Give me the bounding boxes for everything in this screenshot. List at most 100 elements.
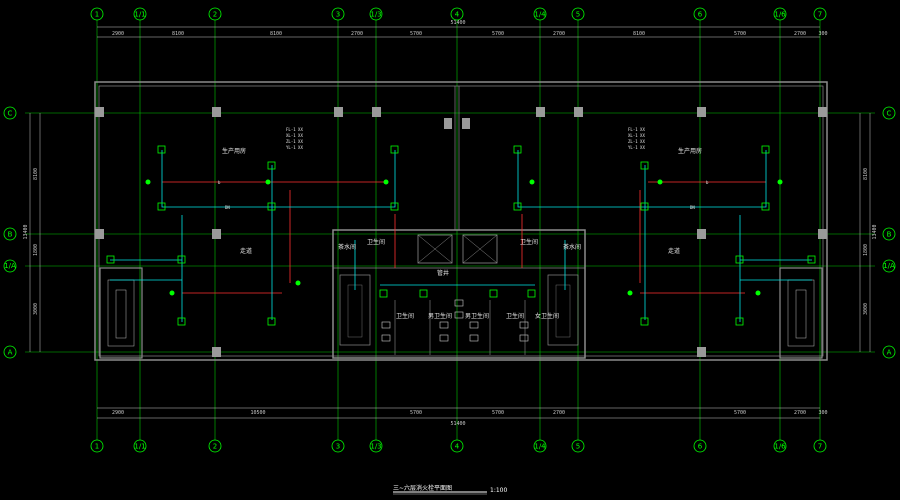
dimension-total-top: 51400 <box>450 20 465 26</box>
legend-right: FL-1 XX XL-1 XX ZL-1 XX YL-1 XX <box>628 127 645 150</box>
top-axis-bubbles <box>90 7 827 21</box>
dimension-segment: 5700 <box>734 410 746 416</box>
axis-label-left: 1/A <box>4 262 16 270</box>
dimension-segment: 1800 <box>33 244 39 256</box>
left-dimension-segments: 8100 1800 3000 13400 <box>23 168 39 315</box>
dimension-total-right: 13400 <box>872 224 878 239</box>
dimension-segment: 8100 <box>33 168 39 180</box>
axis-label-bottom: 7 <box>818 443 822 451</box>
dimension-total-left: 13400 <box>23 224 29 239</box>
side-axis-labels: C B 1/A A C B 1/A A <box>4 110 895 357</box>
legend-item: FL-1 XX <box>628 127 645 132</box>
dimension-segment: 2700 <box>794 410 806 416</box>
hydrant-fixtures <box>106 145 816 326</box>
axis-label-right: C <box>887 110 892 118</box>
bottom-axis-labels: 1 1/1 2 3 1/3 4 1/4 5 6 1/6 7 <box>95 443 822 451</box>
drawing-scale: 1:100 <box>490 487 507 494</box>
legend-item: YL-1 XX <box>286 145 303 150</box>
room-label-water-right: 茶水间 <box>563 243 581 251</box>
dimension-segment: 2700 <box>553 31 565 37</box>
dimension-segment: 5700 <box>492 410 504 416</box>
room-label-water-left: 茶水间 <box>338 243 356 251</box>
dimension-segment: 5700 <box>492 31 504 37</box>
central-core <box>332 229 586 359</box>
axis-label-bottom: 1/3 <box>370 443 381 451</box>
structural-columns <box>95 107 827 357</box>
legend-item: YL-1 XX <box>628 145 645 150</box>
axis-label-bottom: 5 <box>576 443 580 451</box>
room-label-toilet-left: 男卫生间 <box>428 312 452 320</box>
dimension-total-bottom: 51400 <box>450 421 465 427</box>
axis-label-bottom: 4 <box>455 443 460 451</box>
dimension-segment: 300 <box>818 31 827 37</box>
pipe-fittings <box>145 179 783 296</box>
bottom-axis-bubbles <box>90 439 827 453</box>
axis-label-bottom: 1/1 <box>134 443 145 451</box>
pipe-label: b <box>706 180 709 185</box>
dimension-lines <box>29 26 871 419</box>
room-label-pipe-shaft: 管井 <box>437 269 449 277</box>
dimension-segment: 5700 <box>410 410 422 416</box>
dimension-segment: 8100 <box>633 31 645 37</box>
axis-label-top: 6 <box>698 11 703 19</box>
room-label-toilet-right: 女卫生间 <box>535 312 559 320</box>
axis-label-left: A <box>8 349 13 357</box>
dimension-segment: 10500 <box>250 410 265 416</box>
top-axis-labels: 1 1/1 2 3 1/3 4 1/4 5 6 1/6 7 <box>95 11 822 19</box>
legend-item: FL-1 XX <box>286 127 303 132</box>
side-axis-bubbles <box>3 106 896 359</box>
dimension-segment: 300 <box>818 410 827 416</box>
axis-label-left: B <box>8 231 13 239</box>
dimension-segment: 8100 <box>270 31 282 37</box>
axis-label-bottom: 1/6 <box>774 443 786 451</box>
room-label-washroom-1: 卫生间 <box>367 238 385 246</box>
building-walls <box>94 81 828 361</box>
axis-label-bottom: 1 <box>95 443 99 451</box>
axis-label-top: 1/4 <box>534 11 546 19</box>
pipes-red <box>162 181 766 294</box>
dimension-segment: 5700 <box>734 31 746 37</box>
dimension-segment: 8100 <box>172 31 184 37</box>
axis-label-top: 5 <box>576 11 580 19</box>
dimension-segment: 3000 <box>863 303 869 315</box>
legend-item: XL-1 XX <box>628 133 645 138</box>
right-dimension-segments: 8100 1800 3000 13400 <box>863 168 878 315</box>
axis-label-right: 1/A <box>883 262 895 270</box>
axis-label-right: A <box>887 349 892 357</box>
axis-label-top: 3 <box>336 11 340 19</box>
stair-left <box>99 267 143 359</box>
dimension-segment: 2900 <box>112 410 124 416</box>
bottom-dimension-segments: 2900 10500 5700 5700 2700 5700 2700 300 <box>112 410 828 416</box>
dimension-segment: 3000 <box>33 303 39 315</box>
top-dimension-segments: 2900 8100 8100 2700 5700 5700 2700 8100 … <box>112 31 828 37</box>
room-label-production-right: 生产用房 <box>678 147 702 155</box>
pipes-cyan <box>110 150 812 322</box>
dimension-segment: 2700 <box>553 410 565 416</box>
axis-label-top: 4 <box>455 11 460 19</box>
pipe-label: DN <box>690 205 695 210</box>
room-label-toilet-mid: 男卫生间 <box>465 312 489 320</box>
axis-label-top: 7 <box>818 11 822 19</box>
legend-item: XL-1 XX <box>286 133 303 138</box>
dimension-segment: 2700 <box>794 31 806 37</box>
dimension-segment: 1800 <box>863 244 869 256</box>
axis-label-top: 1/3 <box>370 11 381 19</box>
dimension-segment: 2900 <box>112 31 124 37</box>
dimension-segment: 8100 <box>863 168 869 180</box>
sanitary-fixtures <box>381 299 529 342</box>
axis-label-top: 2 <box>213 11 217 19</box>
axis-label-left: C <box>8 110 13 118</box>
room-label-shower-left: 卫生间 <box>396 312 414 320</box>
dimension-segment: 5700 <box>410 31 422 37</box>
axis-label-top: 1/6 <box>774 11 786 19</box>
legend-item: ZL-1 XX <box>286 139 303 144</box>
drawing-title: 三~六层消火栓平面图 <box>393 484 452 492</box>
pipe-label: b <box>218 180 221 185</box>
pipe-label: DN <box>225 205 230 210</box>
room-label-production-left: 生产用房 <box>222 147 246 155</box>
legend-item: ZL-1 XX <box>628 139 645 144</box>
axis-label-bottom: 2 <box>213 443 217 451</box>
axis-label-top: 1 <box>95 11 99 19</box>
room-label-washroom-2: 卫生间 <box>520 238 538 246</box>
